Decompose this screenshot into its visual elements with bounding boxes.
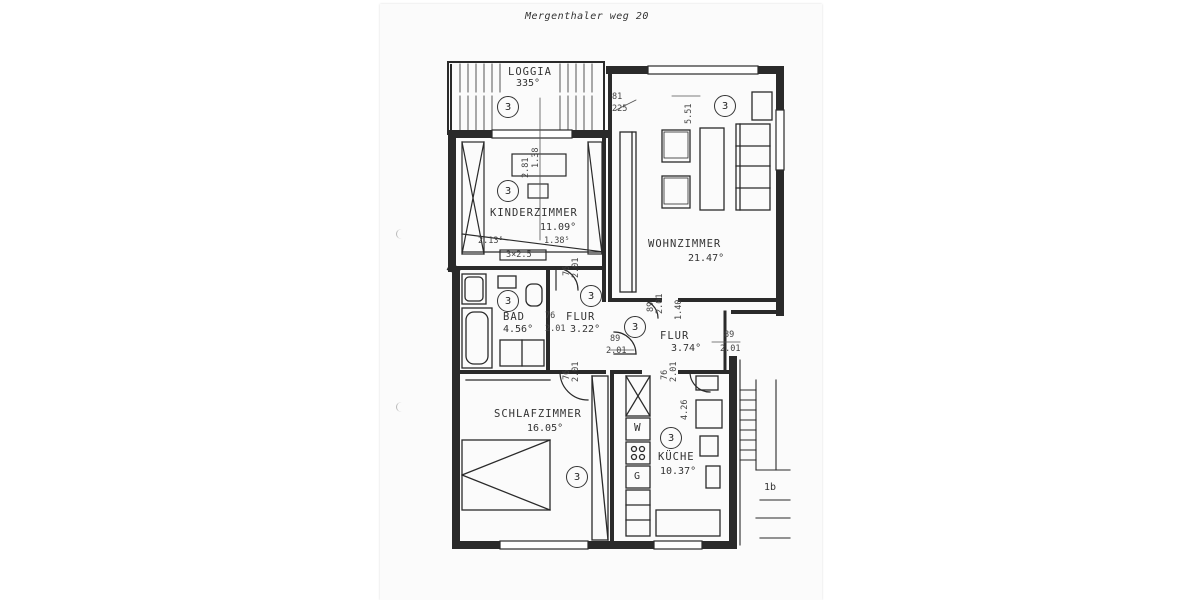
dim-kinder-win-b: 1.38 (531, 147, 541, 168)
windows (491, 65, 785, 550)
room-badge-flur-1: 3 (580, 285, 602, 307)
dim-door-b2: 2.01 (545, 324, 566, 334)
dim-door-a2: 2.01 (571, 257, 581, 278)
room-badge-loggia: 3 (497, 96, 519, 118)
room-label-flur-2: FLUR (660, 330, 690, 342)
room-badge-flur-2: 3 (624, 316, 646, 338)
dim-door-e2: 2.01 (720, 344, 741, 354)
stair-label: 1b (764, 482, 777, 493)
dim-wohn-width: 5.51 (684, 103, 694, 124)
wohnzimmer-furniture (619, 91, 773, 293)
dim-kinder-h: 1.38⁵ (544, 236, 570, 246)
room-area-bad: 4.56° (503, 324, 534, 335)
room-area-loggia: 335° (516, 78, 541, 89)
kinderzimmer-furniture (461, 141, 605, 261)
room-badge-schlafzimmer: 3 (566, 466, 588, 488)
dim-door-d2: 2.01 (606, 346, 627, 356)
room-area-kueche: 10.37° (660, 466, 697, 477)
room-label-wohnzimmer: WOHNZIMMER (648, 238, 722, 250)
room-badge-bad: 3 (497, 290, 519, 312)
dim-door-e: 89 (724, 330, 735, 340)
room-area-flur-2: 3.74° (671, 343, 702, 354)
stairwell (739, 359, 791, 546)
loggia-railing (447, 61, 605, 135)
room-badge-kueche: 3 (660, 427, 682, 449)
schlafzimmer-furniture (461, 375, 609, 541)
room-area-kinderzimmer: 11.09° (540, 222, 577, 233)
kitchen-units (625, 375, 723, 537)
room-label-kueche: KÜCHE (658, 451, 695, 463)
punch-hole (396, 402, 407, 412)
dim-kinder-w: 2.13⁵ (478, 236, 504, 246)
dim-loggia-depth: 225 (612, 104, 628, 114)
stove-label: G (634, 471, 641, 482)
dim-kueche-w: 4.26 (680, 399, 690, 420)
punch-hole (396, 229, 407, 239)
dim-door-c2: 2.01 (655, 293, 665, 314)
plan-title: Mergenthaler weg 20 (525, 11, 649, 22)
interior-walls (456, 68, 778, 547)
bathroom-fixtures (461, 273, 545, 369)
dim-loggia-side: 81 (612, 92, 623, 102)
dim-door-g2: 2.01 (669, 361, 679, 382)
room-label-flur-1: FLUR (566, 311, 596, 323)
room-label-kinderzimmer: KINDERZIMMER (490, 207, 578, 219)
door-swings (555, 267, 711, 401)
room-area-schlafzimmer: 16.05° (527, 423, 564, 434)
room-label-bad: BAD (503, 311, 525, 323)
dim-flur-140: 1.40 (674, 299, 684, 320)
dimension-lines (539, 95, 741, 351)
dim-kinder-3x: 3×2.5 (506, 250, 532, 260)
dim-door-b: 76 (545, 311, 556, 321)
room-area-wohnzimmer: 21.47° (688, 253, 725, 264)
dim-kinder-win-a: 2.81 (521, 157, 531, 178)
room-badge-wohnzimmer: 3 (714, 95, 736, 117)
room-label-loggia: LOGGIA (508, 66, 552, 78)
washer-label: W (634, 421, 641, 434)
dim-door-d: 89 (610, 334, 621, 344)
room-badge-kinderzimmer: 3 (497, 180, 519, 202)
room-label-schlafzimmer: SCHLAFZIMMER (494, 408, 582, 420)
dim-door-f2: 2.01 (571, 361, 581, 382)
room-area-flur-1: 3.22° (570, 324, 601, 335)
